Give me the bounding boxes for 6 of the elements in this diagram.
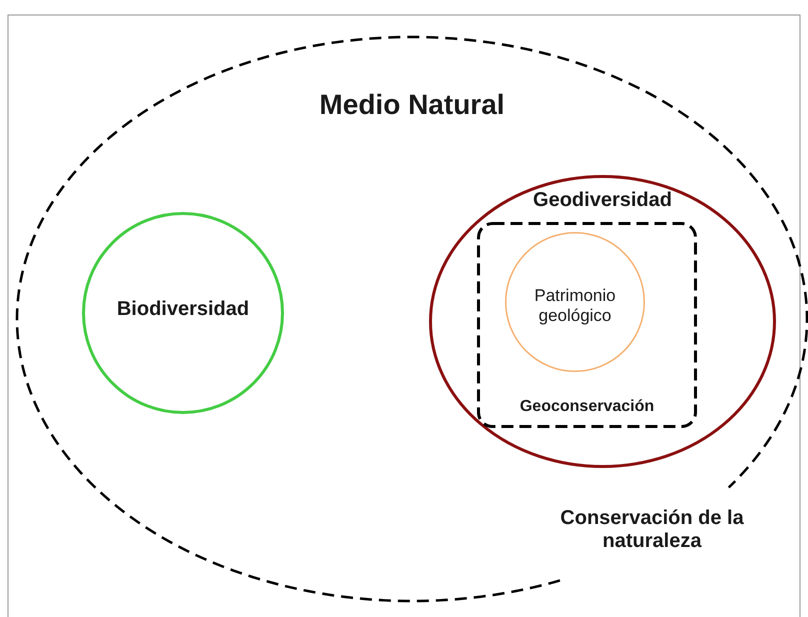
label: Medio Natural [318,89,506,122]
label: Geoconservación [518,398,656,416]
label: Geodiversidad [532,189,673,212]
label: Patrimonio geológico [533,286,617,326]
label: Biodiversidad [116,298,250,321]
label: Conservación de la naturaleza [559,507,745,553]
